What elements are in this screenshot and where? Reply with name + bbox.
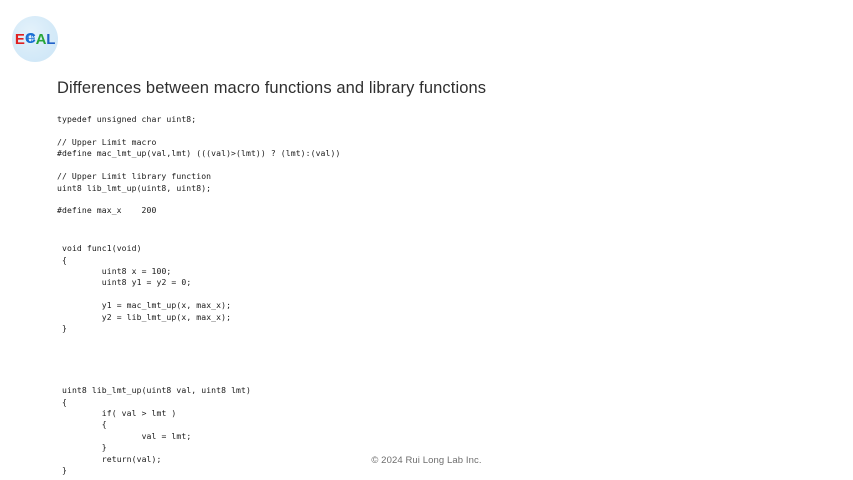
code-block-library-function: uint8 lib_lmt_up(uint8 val, uint8 lmt) {…: [62, 385, 251, 475]
page-title: Differences between macro functions and …: [57, 79, 487, 98]
globe-icon: C: [25, 32, 36, 46]
logo-wordmark: E C A L: [15, 32, 55, 47]
logo-letter-l: L: [46, 30, 56, 48]
code-block-caller-function: void func1(void) { uint8 x = 100; uint8 …: [62, 243, 232, 333]
svg-text:C: C: [25, 32, 36, 46]
logo-letter-a: A: [35, 30, 47, 48]
footer-copyright: © 2024 Rui Long Lab Inc.: [371, 455, 482, 466]
ecal-logo: E C A L: [12, 16, 58, 62]
logo-letter-e: E: [14, 30, 25, 48]
code-block-declarations: typedef unsigned char uint8; // Upper Li…: [57, 114, 341, 216]
